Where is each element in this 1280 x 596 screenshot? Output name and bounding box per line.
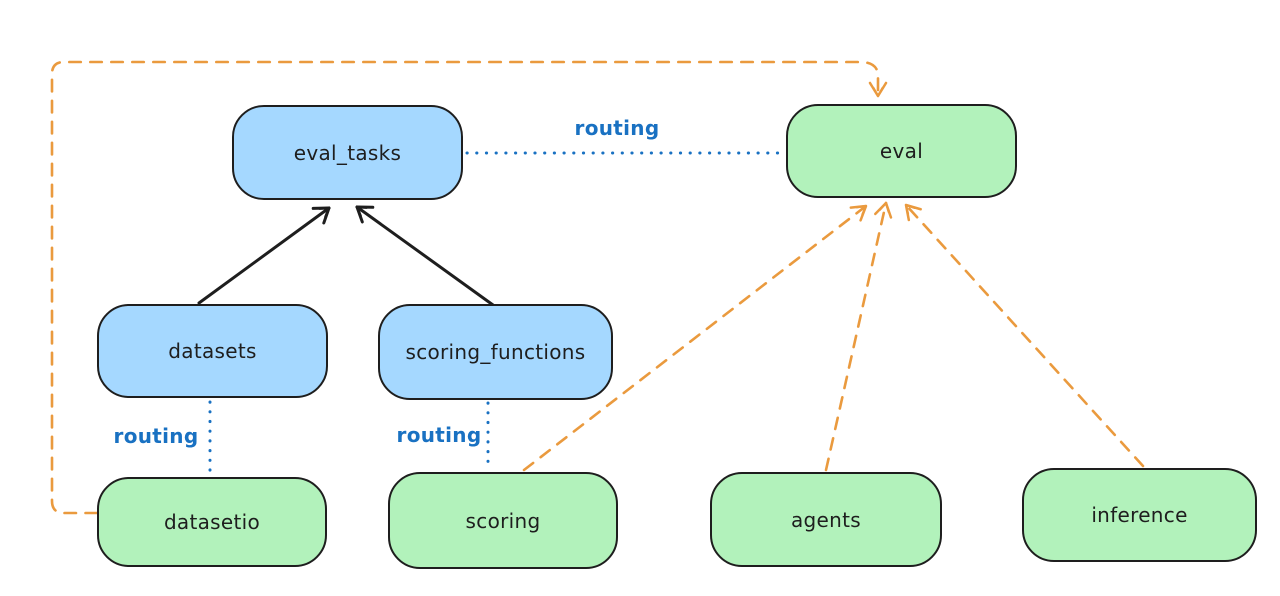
node-scoring-functions-label: scoring_functions bbox=[405, 340, 586, 364]
node-scoring-functions: scoring_functions bbox=[378, 304, 613, 400]
edge-label-routing-eval-tasks-eval: routing bbox=[574, 116, 660, 140]
node-eval-tasks: eval_tasks bbox=[232, 105, 463, 200]
node-scoring-label: scoring bbox=[465, 508, 541, 533]
edge-scoring-functions-eval-tasks bbox=[355, 205, 495, 307]
node-datasets: datasets bbox=[97, 304, 328, 398]
edge-datasets-eval-tasks bbox=[197, 206, 331, 305]
edge-agents-eval bbox=[824, 201, 893, 472]
edge-scoring-eval bbox=[522, 204, 868, 472]
node-agents-label: agents bbox=[791, 507, 861, 532]
node-eval: eval bbox=[786, 104, 1017, 198]
node-datasetio: datasetio bbox=[97, 477, 327, 567]
node-scoring: scoring bbox=[388, 472, 618, 569]
edge-label-routing-scoring-functions-scoring: routing bbox=[396, 423, 482, 447]
edge-datasetio-eval bbox=[50, 60, 888, 515]
node-datasets-label: datasets bbox=[168, 339, 257, 363]
node-datasetio-label: datasetio bbox=[163, 510, 261, 534]
node-eval-tasks-label: eval_tasks bbox=[293, 140, 402, 165]
node-inference-label: inference bbox=[1091, 503, 1188, 527]
node-inference: inference bbox=[1022, 468, 1257, 562]
edge-label-routing-datasets-datasetio: routing bbox=[113, 424, 199, 448]
edge-inference-eval bbox=[904, 203, 1145, 468]
node-eval-label: eval bbox=[879, 139, 924, 163]
node-agents: agents bbox=[710, 472, 942, 567]
